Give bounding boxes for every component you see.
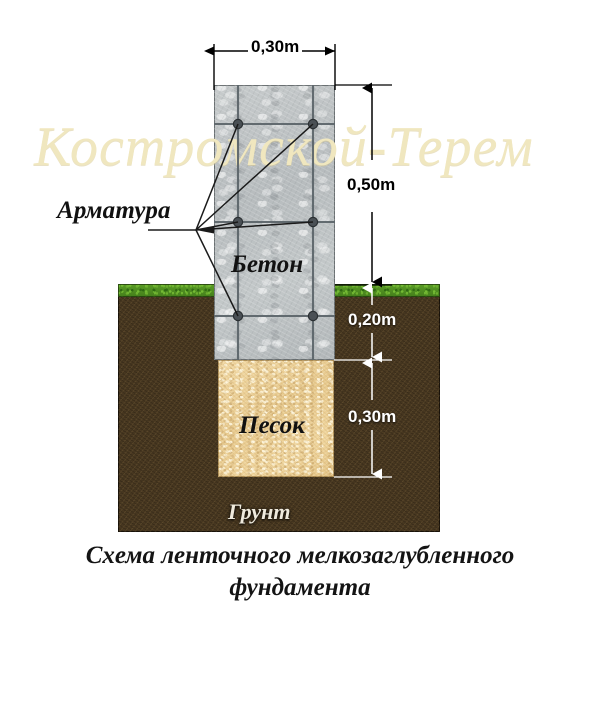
dimension-label-depth-030: 0,30m bbox=[348, 407, 397, 426]
caption-line-1: Схема ленточного мелкозаглубленного bbox=[85, 542, 515, 569]
label-pesok: Песок bbox=[239, 412, 305, 439]
sand-cushion bbox=[218, 360, 334, 477]
dimension-label-depth-020: 0,20m bbox=[348, 310, 397, 329]
label-grunt: Грунт bbox=[228, 499, 291, 524]
diagram-caption: Схема ленточного мелкозаглубленного фунд… bbox=[0, 540, 600, 604]
concrete-footing bbox=[214, 85, 335, 360]
label-armatura: Арматура bbox=[57, 197, 171, 224]
rebar-leader-arrowhead bbox=[196, 226, 214, 234]
dimension-label-width-030: 0,30m bbox=[251, 37, 300, 56]
dimension-label-height-050: 0,50m bbox=[347, 175, 396, 194]
label-beton: Бетон bbox=[231, 251, 304, 278]
caption-line-2: фундамента bbox=[229, 574, 371, 601]
